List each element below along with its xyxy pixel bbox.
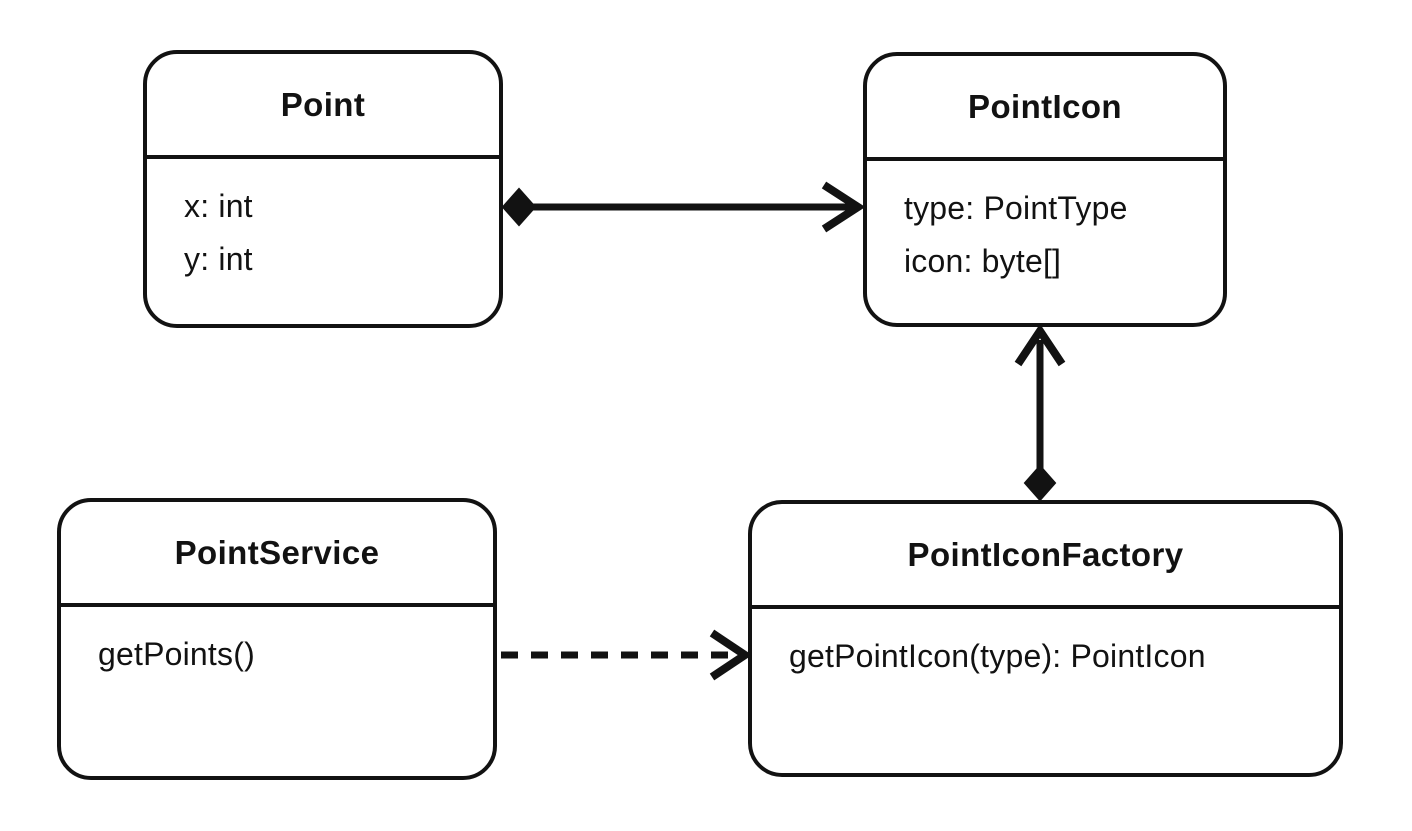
class-name: PointIconFactory xyxy=(907,535,1184,573)
composition-diamond xyxy=(1023,464,1057,502)
class-method: getPoints() xyxy=(98,636,255,672)
composition-connector-pointiconfactory-to-pointicon xyxy=(1014,323,1066,502)
arrowhead xyxy=(821,181,866,233)
composition-diamond xyxy=(501,187,537,227)
class-attribute: x: int xyxy=(184,188,253,224)
class-members: getPoints() xyxy=(61,607,493,681)
arrowhead xyxy=(1014,323,1066,367)
class-name: Point xyxy=(280,85,366,123)
class-header: PointIcon xyxy=(867,56,1223,161)
class-box-pointservice: PointService getPoints() xyxy=(57,498,497,780)
class-header: PointService xyxy=(61,502,493,607)
class-box-pointicon: PointIcon type: PointType icon: byte[] xyxy=(863,52,1227,327)
class-attribute: type: PointType xyxy=(904,190,1128,226)
class-box-point: Point x: int y: int xyxy=(143,50,503,328)
class-members: x: int y: int xyxy=(147,159,499,286)
class-header: Point xyxy=(147,54,499,159)
class-name: PointService xyxy=(174,533,380,571)
composition-connector-point-to-pointicon xyxy=(501,181,866,233)
arrowhead xyxy=(709,629,753,681)
class-name: PointIcon xyxy=(968,87,1122,125)
class-attribute: icon: byte[] xyxy=(904,243,1062,279)
class-members: type: PointType icon: byte[] xyxy=(867,161,1223,288)
class-attribute: y: int xyxy=(184,241,253,277)
class-box-pointiconfactory: PointIconFactory getPointIcon(type): Poi… xyxy=(748,500,1343,777)
class-header: PointIconFactory xyxy=(752,504,1339,609)
dependency-connector-pointservice-to-pointiconfactory xyxy=(501,629,753,681)
class-members: getPointIcon(type): PointIcon xyxy=(752,609,1339,683)
class-method: getPointIcon(type): PointIcon xyxy=(789,638,1206,674)
